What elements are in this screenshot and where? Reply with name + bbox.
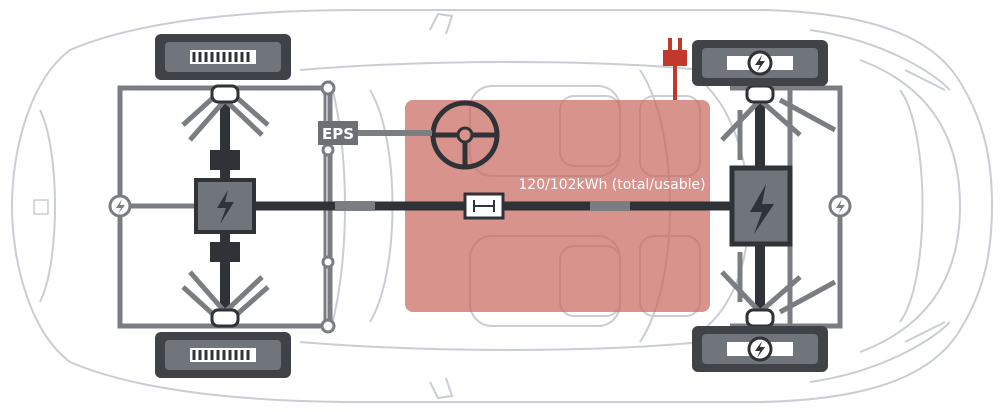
charge-indicator-front	[108, 194, 132, 218]
rear-motor	[729, 165, 793, 247]
steering-wheel-icon	[430, 100, 500, 170]
front-axle	[181, 84, 270, 328]
wheel-front-right	[155, 332, 291, 378]
battery-capacity-label: 120/102kWh (total/usable)	[518, 177, 705, 193]
lightning-bolt-icon	[750, 184, 774, 234]
wheel-front-left	[155, 34, 291, 80]
lightning-bolt-icon	[755, 341, 765, 358]
charging-plug-icon	[663, 38, 687, 100]
svg-text:EPS: EPS	[322, 125, 354, 143]
charge-indicator-rear	[828, 194, 852, 218]
eps-label: EPS	[318, 121, 358, 145]
wheel-rear-left	[692, 40, 828, 86]
lightning-bolt-icon	[217, 190, 234, 224]
wheel-rear-right	[692, 326, 828, 372]
front-motor	[194, 178, 256, 234]
lightning-bolt-icon	[836, 199, 845, 214]
lightning-bolt-icon	[755, 55, 765, 72]
frame-mounts	[320, 80, 336, 334]
cable-connector	[335, 192, 630, 220]
lightning-bolt-icon	[116, 199, 125, 214]
